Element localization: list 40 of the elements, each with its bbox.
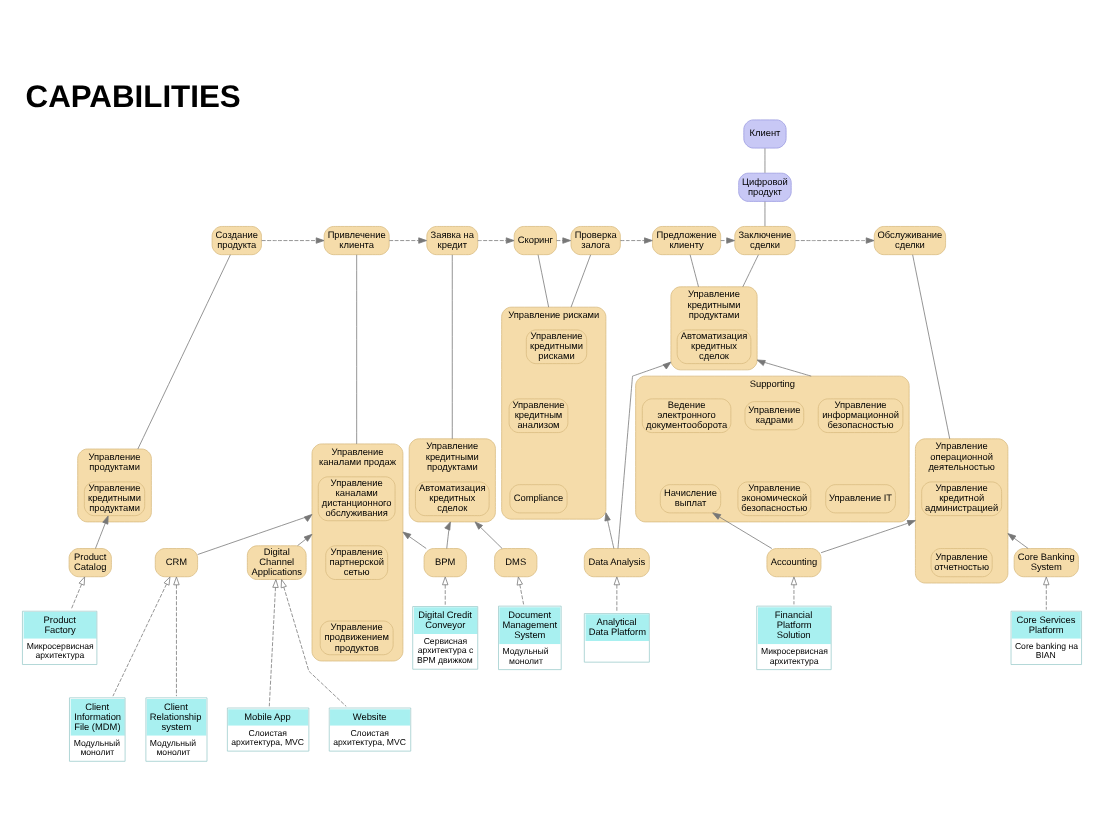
- arrow: [604, 511, 615, 548]
- connector: [764, 146, 766, 173]
- arrow: [477, 236, 515, 243]
- arrow: [297, 533, 313, 545]
- arrow: [720, 236, 735, 243]
- arrow: [268, 578, 279, 706]
- arrow: [620, 236, 653, 243]
- arrow: [712, 511, 773, 548]
- arrow: [474, 520, 503, 548]
- arrow: [516, 575, 524, 604]
- arrow: [613, 575, 620, 612]
- connector: [451, 253, 453, 439]
- arrow: [388, 236, 427, 243]
- arrow: [112, 575, 171, 696]
- arrow: [1043, 575, 1050, 609]
- arrow: [70, 575, 85, 609]
- diagram-title: CAPABILITIES: [25, 79, 241, 114]
- connector: [137, 253, 231, 449]
- arrow: [95, 514, 109, 548]
- arrow: [794, 236, 875, 243]
- arrow: [756, 358, 812, 376]
- arrow: [556, 236, 572, 243]
- arrow: [1007, 532, 1029, 548]
- arrow: [197, 513, 313, 554]
- connector: [356, 253, 358, 444]
- arrow: [261, 236, 325, 243]
- arrow: [617, 360, 672, 548]
- arrow: [402, 530, 427, 548]
- connector: [764, 200, 766, 226]
- arrow: [444, 520, 451, 548]
- connector: [742, 253, 759, 287]
- arrow: [280, 578, 347, 706]
- arrow: [173, 575, 180, 696]
- connector: [570, 253, 592, 307]
- arrow: [820, 519, 916, 553]
- connector: [689, 253, 699, 287]
- connector: [912, 253, 951, 439]
- arrow: [790, 575, 798, 604]
- arrow: [442, 575, 449, 605]
- connector: [537, 253, 550, 307]
